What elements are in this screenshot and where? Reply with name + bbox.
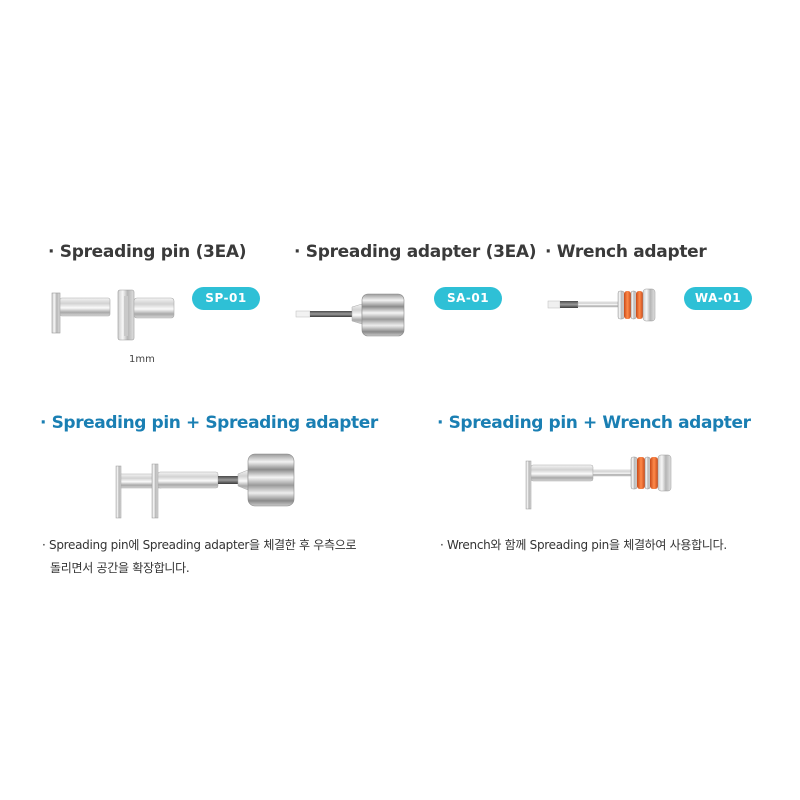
wrench-adapter-image bbox=[547, 288, 656, 322]
sa-01-badge: SA-01 bbox=[434, 287, 502, 310]
combo-pin-wrench-title: · Spreading pin + Wrench adapter bbox=[437, 413, 751, 433]
spreading-adapter-image bbox=[295, 293, 405, 337]
combo-pin-wrench-image bbox=[525, 454, 672, 510]
size-note: 1mm bbox=[129, 354, 155, 365]
wa-01-badge: WA-01 bbox=[684, 287, 752, 310]
combo-pin-adapter-image bbox=[115, 453, 295, 519]
combo-pin-wrench-desc: · Wrench와 함께 Spreading pin을 체결하여 사용합니다. bbox=[440, 538, 727, 552]
combo-pin-adapter-desc-line2: 돌리면서 공간을 확장합니다. bbox=[50, 561, 190, 575]
combo-pin-adapter-desc-line1: · Spreading pin에 Spreading adapter을 체결한 … bbox=[42, 538, 357, 552]
spreading-pin-title: · Spreading pin (3EA) bbox=[48, 242, 247, 262]
combo-pin-adapter-title: · Spreading pin + Spreading adapter bbox=[40, 413, 378, 433]
spreading-pin-image bbox=[51, 289, 175, 341]
wrench-adapter-title: · Wrench adapter bbox=[545, 242, 707, 262]
spreading-adapter-title: · Spreading adapter (3EA) bbox=[294, 242, 537, 262]
sp-01-badge: SP-01 bbox=[192, 287, 260, 310]
